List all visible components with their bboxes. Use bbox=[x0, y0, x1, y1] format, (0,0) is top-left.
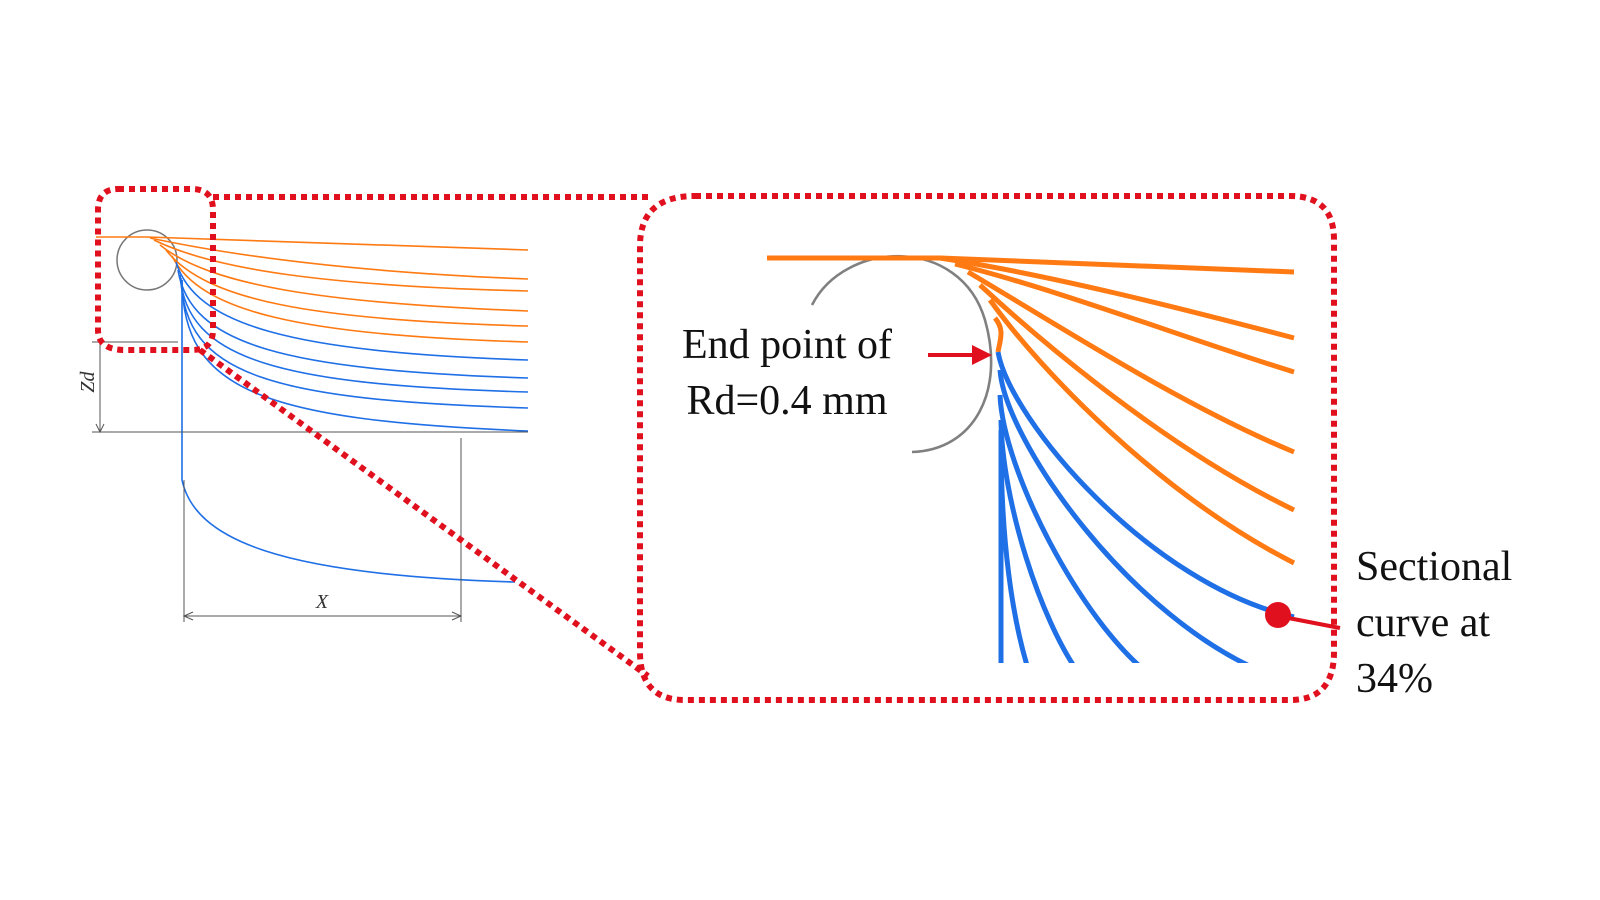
detail-orange-curve bbox=[954, 261, 1295, 375]
zd-label: Zd bbox=[77, 370, 99, 392]
end-point-label-line1: End point of bbox=[682, 322, 892, 368]
overview-orange-curve bbox=[159, 244, 529, 312]
overview-blue-curve bbox=[179, 274, 529, 393]
overview-roller-circle bbox=[116, 229, 178, 291]
zoom-callout bbox=[95, 186, 1337, 703]
end-point-arrow bbox=[928, 345, 992, 365]
overview-figure: Zd X bbox=[77, 229, 529, 622]
detail-orange-curve bbox=[987, 298, 1296, 566]
detail-orange-curve bbox=[966, 269, 1295, 455]
overview-blue-curves bbox=[175, 261, 529, 583]
overview-blue-curve bbox=[175, 261, 529, 361]
overview-orange-curve bbox=[171, 255, 529, 343]
x-arrowhead-left bbox=[182, 611, 194, 621]
detail-blue-curve bbox=[997, 394, 1140, 663]
detail-orange-curve bbox=[978, 283, 1296, 513]
sectional-label-line2: curve at bbox=[1356, 600, 1490, 646]
end-point-label-line2: Rd=0.4 mm bbox=[686, 378, 887, 424]
overview-blue-curve bbox=[180, 277, 529, 409]
zoom-source-box bbox=[95, 186, 216, 353]
zoom-connector-diagonal bbox=[198, 347, 650, 679]
overview-orange-curve bbox=[165, 249, 529, 327]
overview-blue-curve bbox=[177, 269, 529, 379]
overview-blue-curve-long bbox=[181, 280, 516, 583]
overview-blue-curve bbox=[181, 279, 529, 432]
detail-blue-curves bbox=[995, 351, 1295, 663]
detail-blue-curve bbox=[995, 351, 1295, 620]
detail-blue-curve bbox=[997, 369, 1250, 663]
sectional-curve-dot bbox=[1265, 602, 1291, 628]
overview-dimensions bbox=[92, 341, 528, 622]
zd-arrowhead bbox=[95, 423, 105, 434]
x-label: X bbox=[315, 591, 329, 613]
sectional-label-line1: Sectional bbox=[1356, 544, 1512, 590]
sectional-label-line3: 34% bbox=[1356, 656, 1433, 702]
detail-roller-arc bbox=[810, 254, 993, 454]
overview-orange-curve bbox=[149, 237, 529, 280]
overview-orange-curves bbox=[146, 236, 529, 343]
detail-orange-curve bbox=[992, 316, 1004, 353]
zoom-detail-frame bbox=[637, 193, 1337, 703]
overview-orange-curve bbox=[146, 236, 529, 251]
x-arrowhead-right bbox=[451, 611, 463, 621]
detail-orange-curve bbox=[939, 255, 1295, 341]
overview-orange-curve bbox=[153, 239, 529, 292]
sectional-curve-marker bbox=[1265, 602, 1341, 630]
detail-orange-curves bbox=[767, 255, 1296, 566]
detail-figure bbox=[767, 254, 1296, 663]
